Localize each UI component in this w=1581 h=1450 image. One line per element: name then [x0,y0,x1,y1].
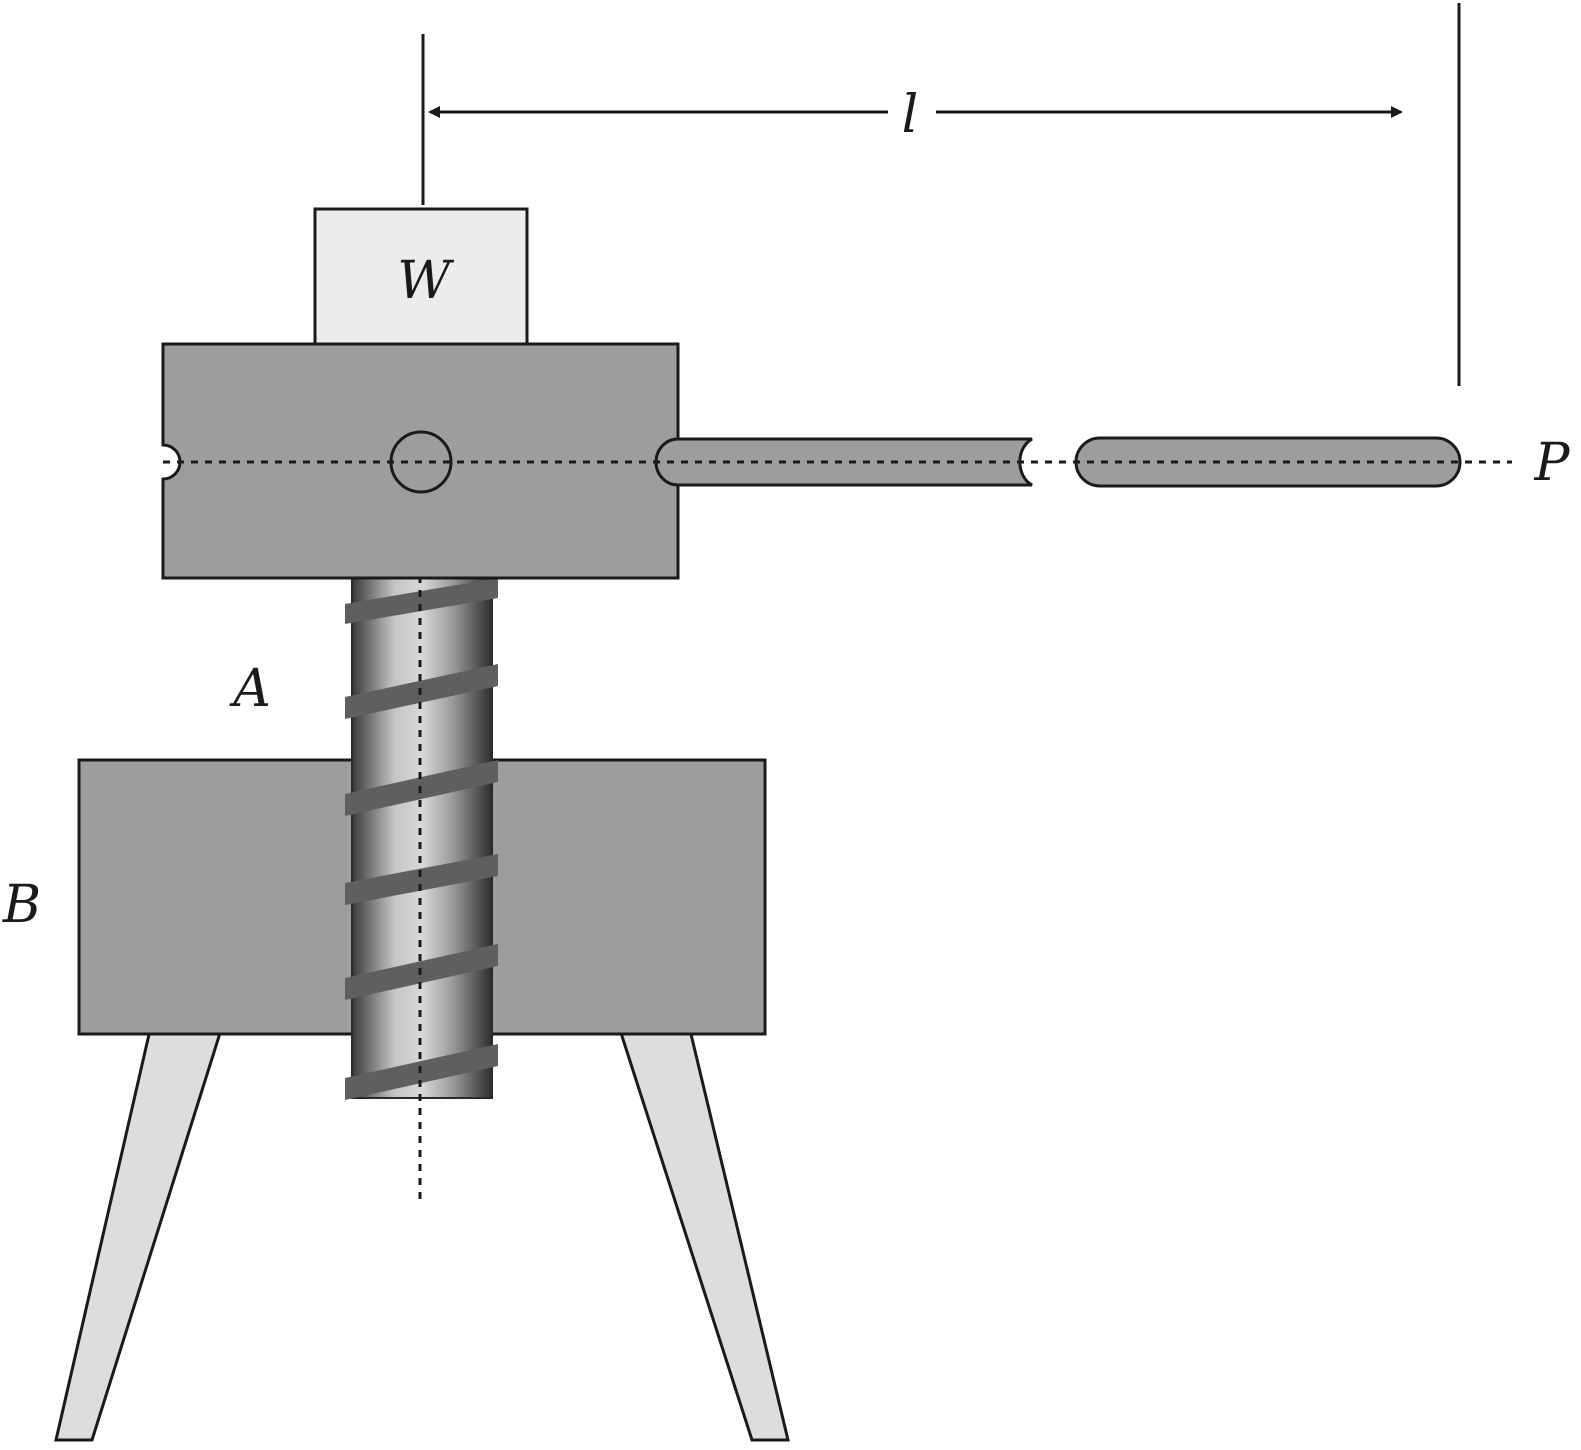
thread [345,578,498,624]
label-nut-body: B [2,875,41,935]
load-block [313,207,529,346]
left-leg [54,1028,224,1442]
thread [345,854,498,905]
label-load: W [397,251,454,311]
label-effort: P [1534,433,1571,493]
lever-segment-1 [654,437,1033,487]
label-length: l [902,85,919,145]
label-screw: A [229,659,271,719]
right-leg [617,1028,790,1442]
screw-shaft [351,575,493,1099]
